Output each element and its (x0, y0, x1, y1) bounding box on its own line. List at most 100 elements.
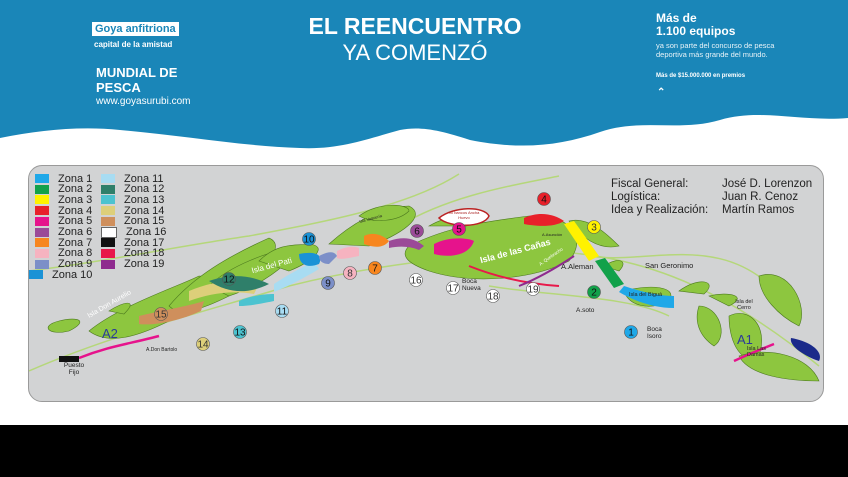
legend-label: Zona 15 (124, 215, 165, 228)
legend-item: Zona 18 (101, 247, 165, 260)
label-a-quebracho: A. Quebracho (538, 246, 564, 267)
label-san-geronimo: San Geronimo (645, 261, 694, 270)
legend-label: Zona 18 (124, 247, 165, 260)
zone-marker[interactable]: 3 (587, 220, 601, 234)
legend-swatch (35, 206, 49, 216)
legend-item: Zona 1 (35, 173, 92, 185)
zone-marker-circle (321, 276, 335, 290)
legend-label: Zona 2 (58, 183, 93, 196)
zone-marker[interactable]: 10 (302, 232, 316, 246)
website-link[interactable]: www.goyasurubi.com (96, 96, 191, 107)
double-chevron-up-icon: ⌃ (657, 87, 666, 98)
zone-marker-number: 7 (372, 264, 378, 275)
zone-marker-number: 1 (628, 328, 634, 339)
zone-marker[interactable]: 8 (343, 266, 357, 280)
banner-header: Goya anfitriona capital de la amistad MU… (0, 0, 848, 160)
label-a-asuncion: A.Asunción (542, 232, 563, 237)
zone-marker-circle (233, 325, 247, 339)
legend-label: Zona 9 (58, 258, 93, 271)
credit-row: Logística: Juan R. Cenoz (611, 191, 812, 204)
zone-marker[interactable]: 6 (410, 224, 424, 238)
label-a2: A2 (102, 326, 118, 341)
zone-marker-number: 18 (487, 292, 499, 303)
zone-marker[interactable]: 4 (537, 192, 551, 206)
zone-marker-circle (302, 232, 316, 246)
zone-marker-circle (587, 285, 601, 299)
legend-label: Zona 12 (124, 183, 165, 196)
legend-item: Zona 11 (101, 173, 164, 185)
legend-swatch (101, 184, 115, 194)
legend-label: Zona 16 (126, 226, 167, 238)
zone-marker[interactable]: 13 (233, 325, 247, 339)
zone-marker[interactable]: 14 (196, 337, 210, 351)
legend-label: Zona 10 (52, 268, 93, 281)
legend-swatch (101, 174, 115, 183)
legend-swatch (35, 227, 49, 237)
zone-marker[interactable]: 15 (154, 307, 168, 321)
zone-marker-number: 14 (197, 340, 209, 351)
label-isla-vaqueria: Isla Vaquería (358, 213, 383, 224)
credit-name: Juan R. Cenoz (722, 191, 799, 203)
credit-role: Logística: (611, 191, 661, 203)
zone-marker-circle (196, 337, 210, 351)
zone-marker-circle (526, 282, 540, 296)
zone-strips (59, 208, 820, 363)
legend-label: Zona 17 (124, 236, 165, 249)
legend-swatch (101, 238, 115, 248)
zone-marker[interactable]: 2 (587, 285, 601, 299)
credit-role: Fiscal General: (611, 178, 689, 190)
zone-marker[interactable]: 5 (452, 222, 466, 236)
legend-swatch (101, 226, 117, 238)
zone-marker-number: 4 (541, 195, 547, 206)
stat-line2: 1.100 equipos (656, 24, 736, 38)
zone-marker-circle (624, 325, 638, 339)
zone-marker-number: 5 (456, 225, 462, 236)
zone-marker[interactable]: 18 (486, 289, 500, 303)
credit-row: Idea y Realización:Martín Ramos (611, 204, 812, 217)
zone-marker[interactable]: 19 (526, 282, 540, 296)
legend-label: Zona 13 (124, 193, 165, 206)
zone-marker-circle (486, 289, 500, 303)
zone-marker[interactable]: 17 (446, 281, 460, 295)
legend-label: Zona 6 (58, 226, 93, 238)
zone-marker[interactable]: 1 (624, 325, 638, 339)
zone-marker-circle (343, 266, 357, 280)
legend-swatch (101, 248, 115, 258)
legend-item: Zona 14 (101, 205, 164, 217)
prize-text: Más de $15.000.000 en premios (656, 73, 746, 79)
zone-marker-number: 8 (347, 269, 353, 280)
legend-item: Zona 10 (29, 268, 93, 281)
zone-marker-circle (368, 261, 382, 275)
legend-item: Zona 4 (35, 205, 92, 217)
event-name: MUNDIAL DE PESCA (96, 65, 178, 95)
legend-item: Zona 12 (101, 183, 165, 196)
zone-marker-number: 15 (155, 310, 167, 321)
zone-marker-circle (587, 220, 601, 234)
credit-role: Idea y Realización: (611, 204, 709, 216)
label-boca-nueva: Boca Nueva (462, 278, 481, 292)
label-isla-las-damas: Isla Las Damas (747, 346, 766, 358)
zone-marker-circle (446, 281, 460, 295)
zone-marker[interactable]: 7 (368, 261, 382, 275)
zone-marker[interactable]: 9 (321, 276, 335, 290)
label-isla-del-pati: Isla del Pati (250, 255, 293, 276)
legend-item: Zona 3 (35, 194, 92, 206)
legend-item: Zona 5 (35, 215, 92, 227)
legend-item: Zona 15 (101, 215, 165, 228)
zone-marker-circle (275, 304, 289, 318)
zone-marker-number: 16 (410, 276, 422, 287)
map-labels: Isla Don Aurelio Isla del Pati Isla Vaqu… (29, 166, 823, 401)
legend-item: Zona 9 (35, 258, 93, 271)
zone-marker[interactable]: 12 (222, 272, 236, 286)
brand-logo: Goya anfitriona (92, 22, 179, 36)
zone-marker[interactable]: 16 (409, 273, 423, 287)
legend-item: Zona 13 (101, 193, 165, 206)
headline-line1: EL REENCUENTRO (308, 13, 522, 39)
zone-marker[interactable]: 11 (275, 304, 289, 318)
zone-marker-number: 2 (591, 288, 597, 299)
label-boca-isoro: Boca Isoro (647, 326, 662, 340)
legend-label: Zona 19 (124, 258, 165, 271)
legend-item: Zona 7 (35, 237, 92, 249)
